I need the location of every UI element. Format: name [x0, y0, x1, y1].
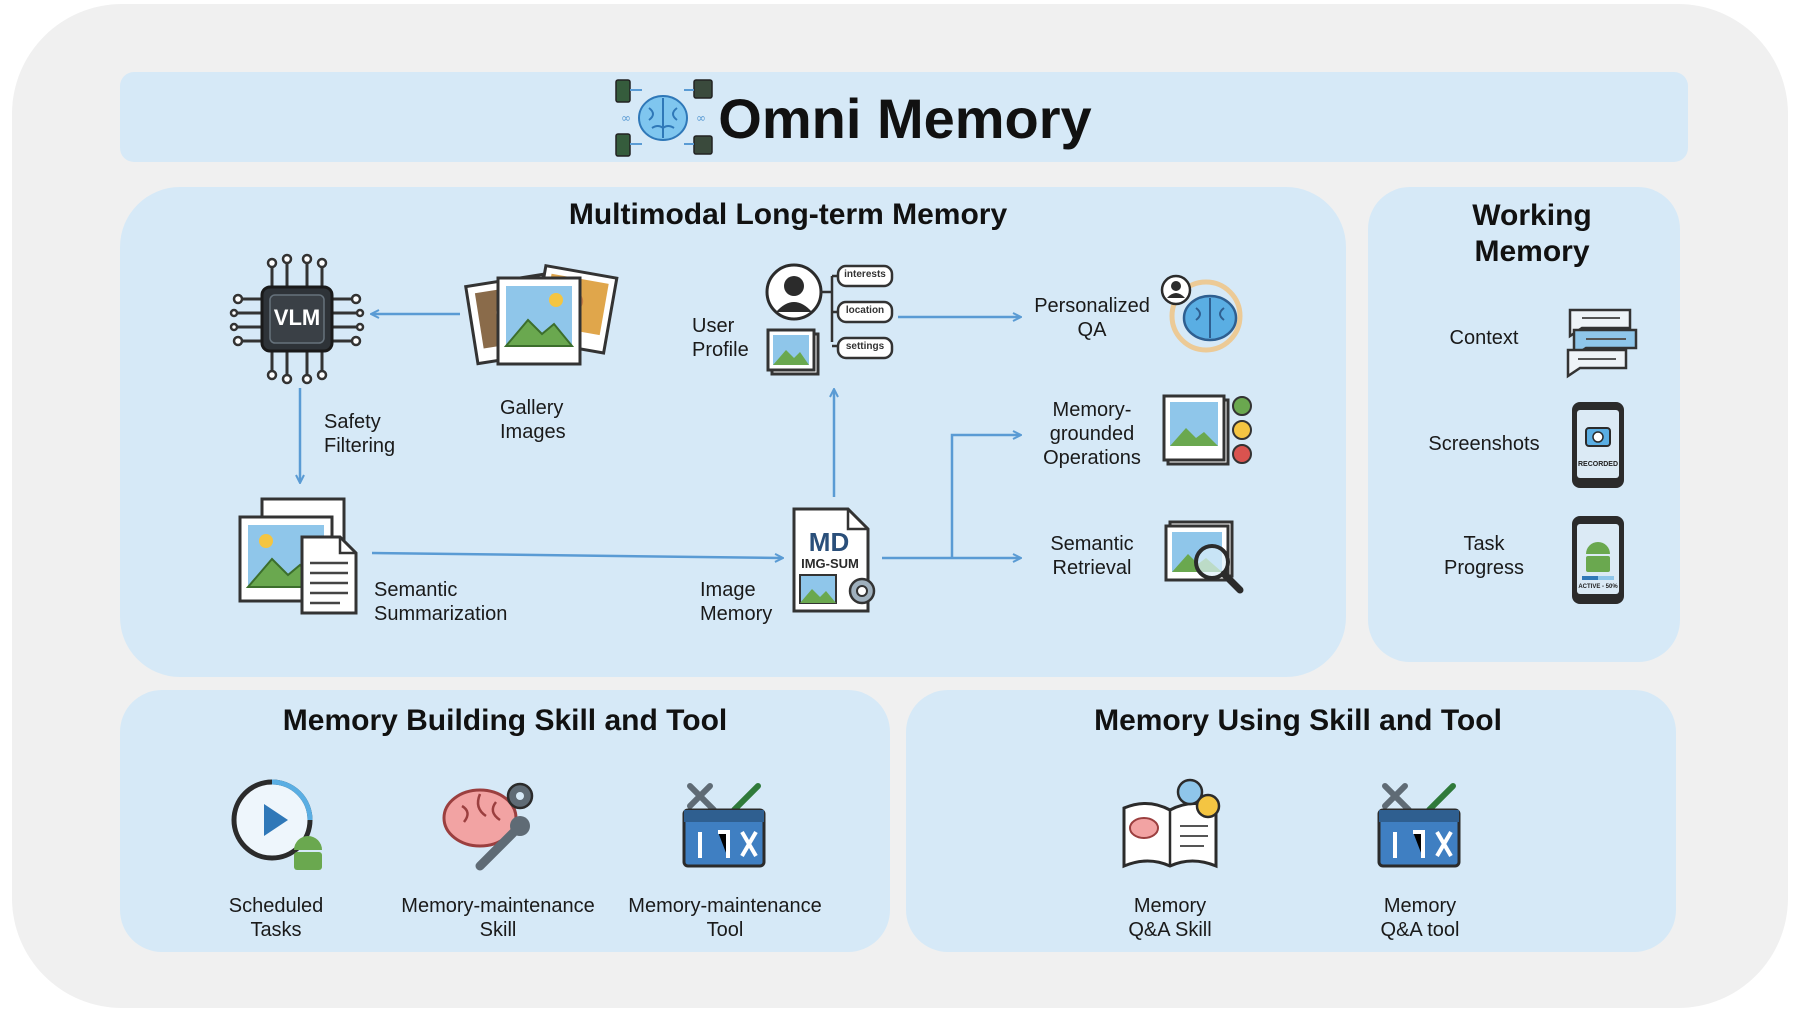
memory-using-title: Memory Using Skill and Tool [1094, 704, 1502, 737]
using-qa-tool-label: Memory Q&A tool [1380, 895, 1460, 941]
semantic-summarization-label: Semantic Summarization [374, 579, 508, 625]
memory-building-title: Memory Building Skill and Tool [282, 704, 728, 737]
tag-interests: interests [844, 269, 886, 280]
doc-md-text: MD [808, 527, 850, 557]
gallery-photos-icon [464, 263, 619, 366]
wm-context-label: Context [1449, 327, 1519, 349]
building-maintenance-tool-label: Memory-maintenance Tool [628, 895, 822, 941]
photo-search-icon [1164, 520, 1244, 594]
gallery-images-label: Gallery Images [500, 397, 566, 443]
svg-text:∞: ∞ [621, 111, 631, 125]
phone-progress-badge: ACTIVE - 50% [1578, 584, 1618, 590]
photo-operations-icon [1162, 394, 1252, 466]
header-bar [120, 72, 1688, 162]
wm-task-progress-label: Task Progress [1443, 533, 1525, 579]
wm-screenshots-label: Screenshots [1428, 433, 1540, 455]
phone-android-icon [1572, 516, 1624, 604]
vlm-chip-icon [229, 253, 365, 385]
svg-text:∞: ∞ [696, 111, 706, 125]
chat-bubbles-icon [1566, 308, 1638, 379]
using-qa-skill-label: Memory Q&A Skill [1128, 895, 1212, 941]
brain-network-icon: ∞ ∞ [615, 79, 713, 157]
book-qa-icon [1122, 778, 1221, 869]
toolbox-icon [1377, 783, 1461, 868]
working-memory-title: Working Memory [1472, 199, 1592, 268]
phone-recorded-badge: RECORDED [1577, 461, 1619, 468]
safety-filtering-label: Safety Filtering [324, 411, 396, 457]
brain-gear-icon [442, 782, 534, 871]
brain-profile-icon [1160, 274, 1243, 353]
building-scheduled-tasks-label: Scheduled Tasks [228, 895, 324, 941]
user-profile-label: User Profile [692, 315, 749, 361]
phone-camera-icon [1572, 402, 1624, 488]
photo-summary-icon [238, 497, 358, 615]
toolbox-icon [682, 783, 766, 868]
long-term-memory-title: Multimodal Long-term Memory [568, 198, 1008, 231]
image-memory-label: Image Memory [700, 579, 773, 625]
memory-using-panel [906, 690, 1676, 952]
arrow-image-memory-to-operations [950, 435, 1020, 558]
vlm-chip-label: VLM [273, 305, 321, 330]
building-maintenance-skill-label: Memory-maintenance Skill [401, 895, 595, 941]
output-semantic-retrieval-label: Semantic Retrieval [1050, 533, 1134, 579]
image-memory-doc-icon [792, 507, 876, 613]
output-memory-operations-label: Memory- grounded Operations [1043, 399, 1141, 469]
doc-tag-text: IMG-SUM [801, 556, 859, 571]
arrow-summary-to-image-memory [371, 551, 782, 558]
tag-location: location [845, 305, 885, 316]
user-profile-icon [765, 263, 894, 376]
output-personalized-qa-label: Personalized QA [1034, 295, 1150, 341]
header-title: Omni Memory [718, 87, 1092, 150]
clock-android-icon [231, 779, 322, 870]
working-memory-panel [1368, 187, 1680, 662]
tag-settings: settings [845, 341, 885, 352]
